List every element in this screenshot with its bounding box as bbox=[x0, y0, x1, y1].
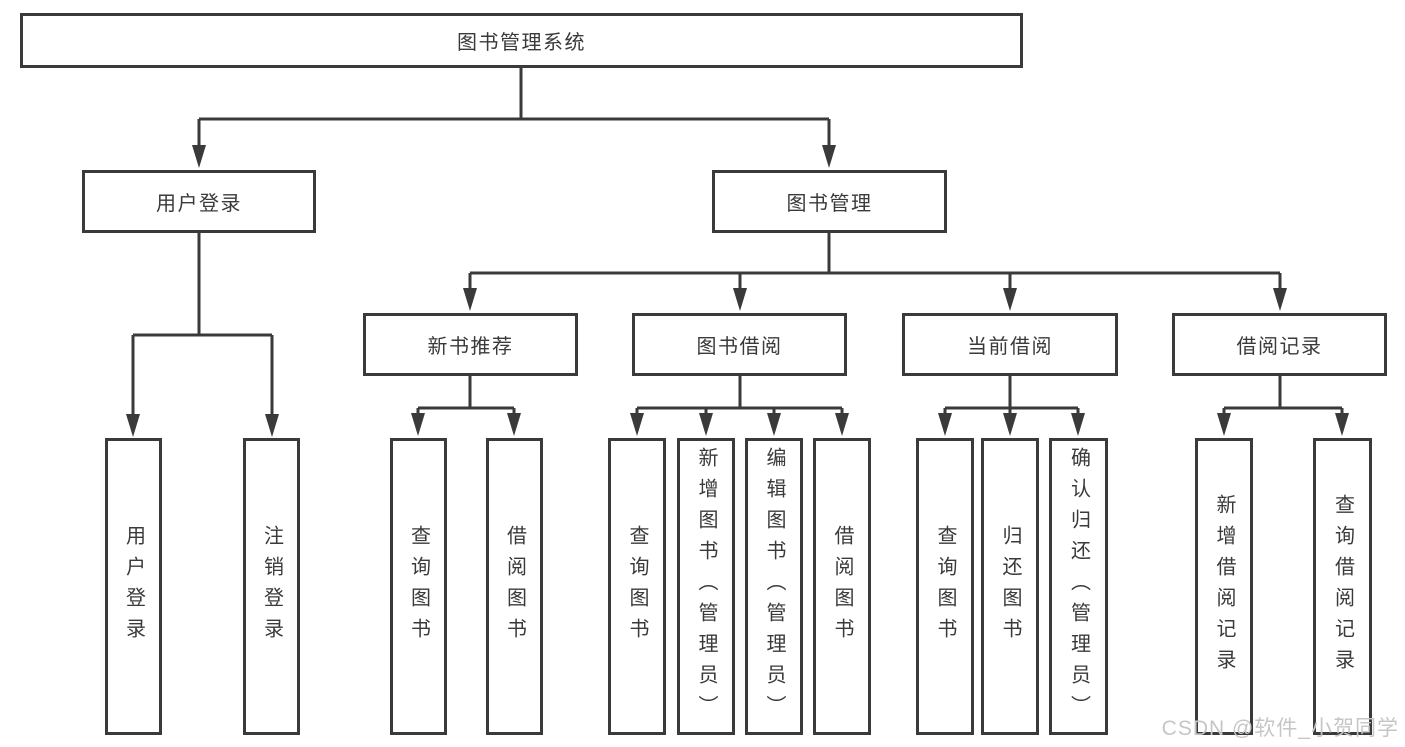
leaf-query-books-borrowing-label: 查询图书 bbox=[626, 524, 648, 649]
leaf-borrow-books-borrowing-label: 借阅图书 bbox=[831, 524, 853, 649]
leaf-add-borrow-record: 新增借阅记录 bbox=[1195, 438, 1253, 735]
leaf-query-books-recommend: 查询图书 bbox=[390, 438, 447, 735]
leaf-return-books-label: 归还图书 bbox=[999, 524, 1021, 649]
leaf-query-books-current-label: 查询图书 bbox=[934, 524, 956, 649]
leaf-edit-books-admin: 编辑图书（管理员） bbox=[745, 438, 803, 735]
connector-current-to-leaves bbox=[938, 376, 1085, 436]
node-user-login: 用户登录 bbox=[82, 170, 316, 233]
node-new-book-recommend: 新书推荐 bbox=[363, 313, 578, 376]
connector-recommend-to-leaves bbox=[411, 376, 521, 436]
leaf-user-login-label: 用户登录 bbox=[122, 524, 145, 649]
connector-borrowing-to-leaves bbox=[630, 376, 849, 436]
leaf-edit-books-admin-label: 编辑图书（管理员） bbox=[763, 447, 785, 726]
connector-mgmt-to-level2 bbox=[463, 232, 1287, 311]
leaf-return-books: 归还图书 bbox=[981, 438, 1039, 735]
watermark: CSDN @软件_小贺同学 bbox=[1161, 717, 1399, 740]
node-book-borrowing: 图书借阅 bbox=[632, 313, 847, 376]
node-new-book-recommend-label: 新书推荐 bbox=[427, 336, 514, 358]
leaf-user-login: 用户登录 bbox=[105, 438, 162, 735]
leaf-confirm-return-admin-label: 确认归还（管理员） bbox=[1067, 447, 1090, 726]
node-book-management: 图书管理 bbox=[712, 170, 947, 233]
leaf-logout: 注销登录 bbox=[243, 438, 300, 735]
leaf-borrow-books-recommend-label: 借阅图书 bbox=[503, 524, 526, 649]
leaf-logout-label: 注销登录 bbox=[260, 524, 283, 649]
leaf-query-books-borrowing: 查询图书 bbox=[608, 438, 666, 735]
node-book-management-label: 图书管理 bbox=[786, 193, 873, 215]
leaf-add-borrow-record-label: 新增借阅记录 bbox=[1213, 493, 1235, 680]
node-current-borrowing: 当前借阅 bbox=[902, 313, 1118, 376]
node-book-borrowing-label: 图书借阅 bbox=[696, 336, 783, 358]
connector-records-to-leaves bbox=[1217, 376, 1349, 436]
leaf-query-borrow-record-label: 查询借阅记录 bbox=[1331, 493, 1354, 680]
leaf-confirm-return-admin: 确认归还（管理员） bbox=[1049, 438, 1108, 735]
connector-root-to-level1 bbox=[192, 68, 836, 168]
node-user-login-label: 用户登录 bbox=[156, 193, 242, 215]
leaf-query-borrow-record: 查询借阅记录 bbox=[1313, 438, 1372, 735]
leaf-query-books-recommend-label: 查询图书 bbox=[407, 524, 430, 649]
node-current-borrowing-label: 当前借阅 bbox=[967, 336, 1053, 358]
connector-login-to-leaves bbox=[126, 233, 279, 437]
node-borrowing-records: 借阅记录 bbox=[1172, 313, 1387, 376]
leaf-borrow-books-borrowing: 借阅图书 bbox=[813, 438, 871, 735]
leaf-add-books-admin-label: 新增图书（管理员） bbox=[695, 447, 717, 726]
leaf-add-books-admin: 新增图书（管理员） bbox=[677, 438, 735, 735]
node-borrowing-records-label: 借阅记录 bbox=[1236, 336, 1323, 358]
leaf-query-books-current: 查询图书 bbox=[916, 438, 974, 735]
leaf-borrow-books-recommend: 借阅图书 bbox=[486, 438, 543, 735]
node-root-label: 图书管理系统 bbox=[457, 32, 586, 54]
node-root: 图书管理系统 bbox=[20, 13, 1023, 68]
